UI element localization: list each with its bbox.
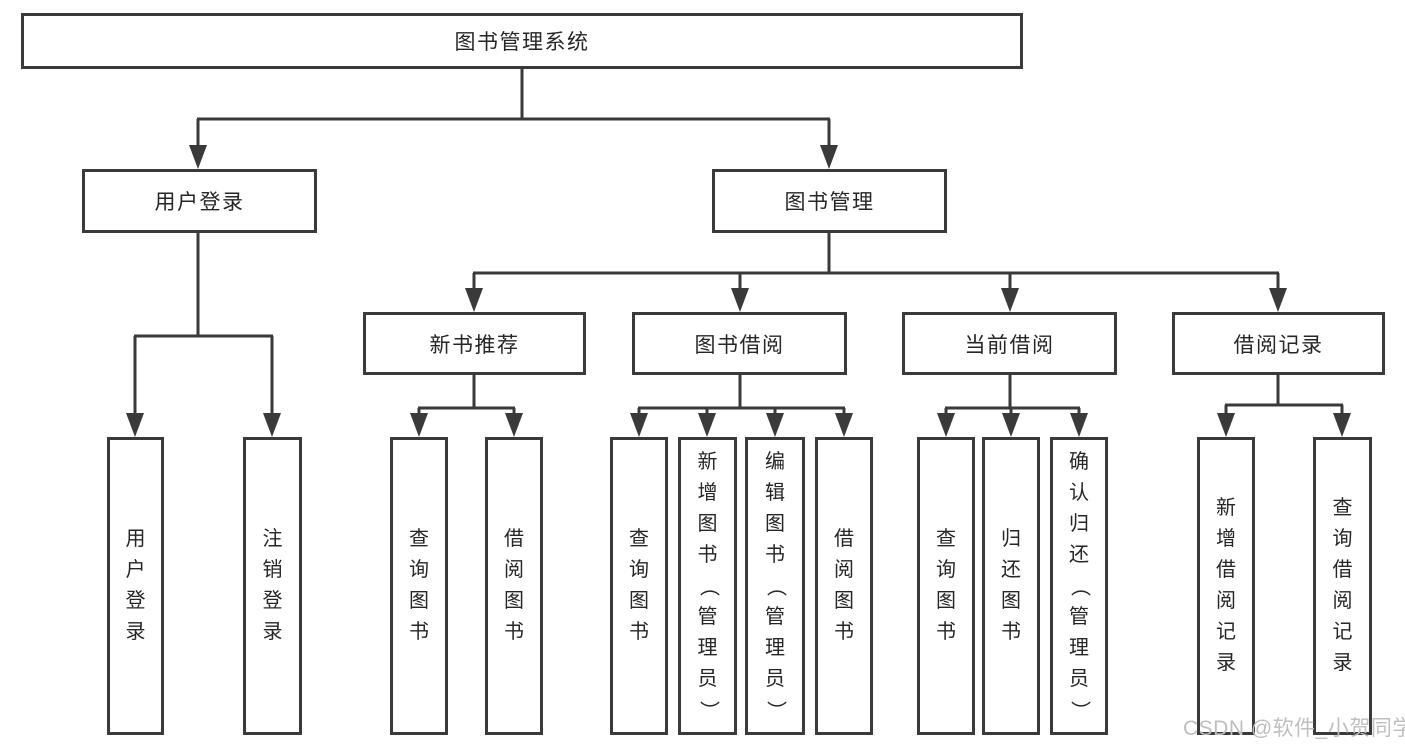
- watermark: CSDN @软件_小贺同学: [1183, 717, 1405, 740]
- leaf-nb-borrow-books: 借阅图书: [485, 437, 543, 735]
- leaf-br-query-record-label: 查询借阅记录: [1332, 497, 1353, 674]
- node-current-borrowing-label: 当前借阅: [964, 333, 1055, 357]
- connector-arrowheads: [126, 145, 1351, 437]
- leaf-bb-add-books-admin-label: 新增图书（管理员）: [697, 450, 719, 721]
- leaf-bb-edit-books-admin: 编辑图书（管理员）: [745, 437, 805, 735]
- node-current-borrowing: 当前借阅: [902, 312, 1117, 375]
- leaf-cb-return-books: 归还图书: [982, 437, 1040, 735]
- connector-segments: [133, 66, 1344, 417]
- node-user-login: 用户登录: [82, 169, 317, 233]
- leaf-logout-label: 注销登录: [262, 528, 283, 643]
- leaf-cb-return-books-label: 归还图书: [1001, 528, 1021, 643]
- node-borrowing-records-label: 借阅记录: [1233, 333, 1324, 357]
- leaf-br-add-record-label: 新增借阅记录: [1216, 497, 1236, 674]
- leaf-logout: 注销登录: [243, 437, 302, 735]
- node-book-borrowing: 图书借阅: [632, 312, 847, 375]
- leaf-cb-confirm-return-admin: 确认归还（管理员）: [1050, 437, 1108, 735]
- node-new-book-recommend-label: 新书推荐: [429, 333, 520, 357]
- node-user-login-label: 用户登录: [154, 191, 245, 214]
- leaf-bb-edit-books-admin-label: 编辑图书（管理员）: [764, 450, 787, 721]
- node-book-management-label: 图书管理: [784, 191, 875, 214]
- node-borrowing-records: 借阅记录: [1172, 312, 1385, 375]
- leaf-nb-query-books-label: 查询图书: [409, 528, 429, 643]
- leaf-cb-query-books: 查询图书: [917, 437, 975, 735]
- leaf-bb-borrow-books: 借阅图书: [815, 437, 873, 735]
- leaf-nb-borrow-books-label: 借阅图书: [504, 528, 524, 643]
- leaf-cb-confirm-return-admin-label: 确认归还（管理员）: [1068, 450, 1091, 721]
- leaf-nb-query-books: 查询图书: [390, 437, 448, 735]
- node-book-management: 图书管理: [712, 169, 947, 233]
- leaf-br-add-record: 新增借阅记录: [1197, 437, 1255, 735]
- leaf-bb-query-books: 查询图书: [610, 437, 668, 735]
- leaf-bb-query-books-label: 查询图书: [629, 528, 649, 643]
- leaf-br-query-record: 查询借阅记录: [1313, 437, 1372, 735]
- leaf-user-login: 用户登录: [107, 437, 164, 735]
- node-root-label: 图书管理系统: [454, 31, 590, 54]
- leaf-bb-borrow-books-label: 借阅图书: [834, 528, 854, 643]
- node-root: 图书管理系统: [21, 13, 1023, 69]
- leaf-user-login-label: 用户登录: [125, 528, 146, 643]
- node-new-book-recommend: 新书推荐: [363, 312, 586, 375]
- leaf-bb-add-books-admin: 新增图书（管理员）: [678, 437, 737, 735]
- node-book-borrowing-label: 图书借阅: [694, 333, 785, 357]
- leaf-cb-query-books-label: 查询图书: [936, 528, 956, 643]
